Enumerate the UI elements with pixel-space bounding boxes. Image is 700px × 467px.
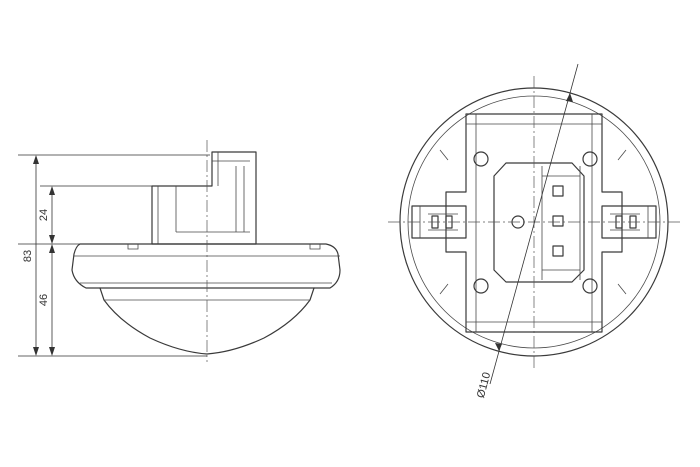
dim-label-diameter: Ø110 — [475, 371, 493, 399]
screw-hole — [582, 151, 598, 167]
terminal-strip — [541, 166, 581, 280]
screw-hole — [582, 278, 598, 294]
dim-label-83: 83 — [22, 250, 34, 262]
arrow — [49, 186, 55, 195]
arrow — [49, 235, 55, 244]
arrow — [49, 244, 55, 253]
screw-hole — [473, 278, 489, 294]
arrow — [495, 343, 502, 351]
terminal-1 — [552, 185, 564, 197]
left-clip — [411, 205, 467, 239]
dimension-lines: 83 24 46 — [18, 154, 210, 357]
centre-housing — [493, 162, 585, 283]
arrow — [49, 347, 55, 356]
right-clip — [601, 205, 657, 239]
plate-rails — [466, 114, 602, 332]
rim-notches — [439, 149, 627, 295]
terminal-block-inner — [157, 160, 250, 244]
terminal-block-outline — [151, 151, 257, 245]
arrow — [33, 155, 39, 164]
screw-hole — [473, 151, 489, 167]
side-view — [71, 140, 341, 362]
dim-label-46: 46 — [38, 294, 50, 306]
arrow — [566, 93, 573, 102]
diameter-line — [489, 63, 579, 385]
mounting-plate — [445, 113, 623, 333]
sensor-lens — [99, 287, 315, 355]
arrow — [33, 347, 39, 356]
terminal-2 — [552, 215, 564, 227]
dim-label-24: 24 — [38, 209, 50, 221]
terminal-3 — [552, 245, 564, 257]
housing-base — [71, 243, 341, 289]
top-view: Ø110 — [388, 63, 680, 399]
base-slots — [127, 244, 321, 250]
